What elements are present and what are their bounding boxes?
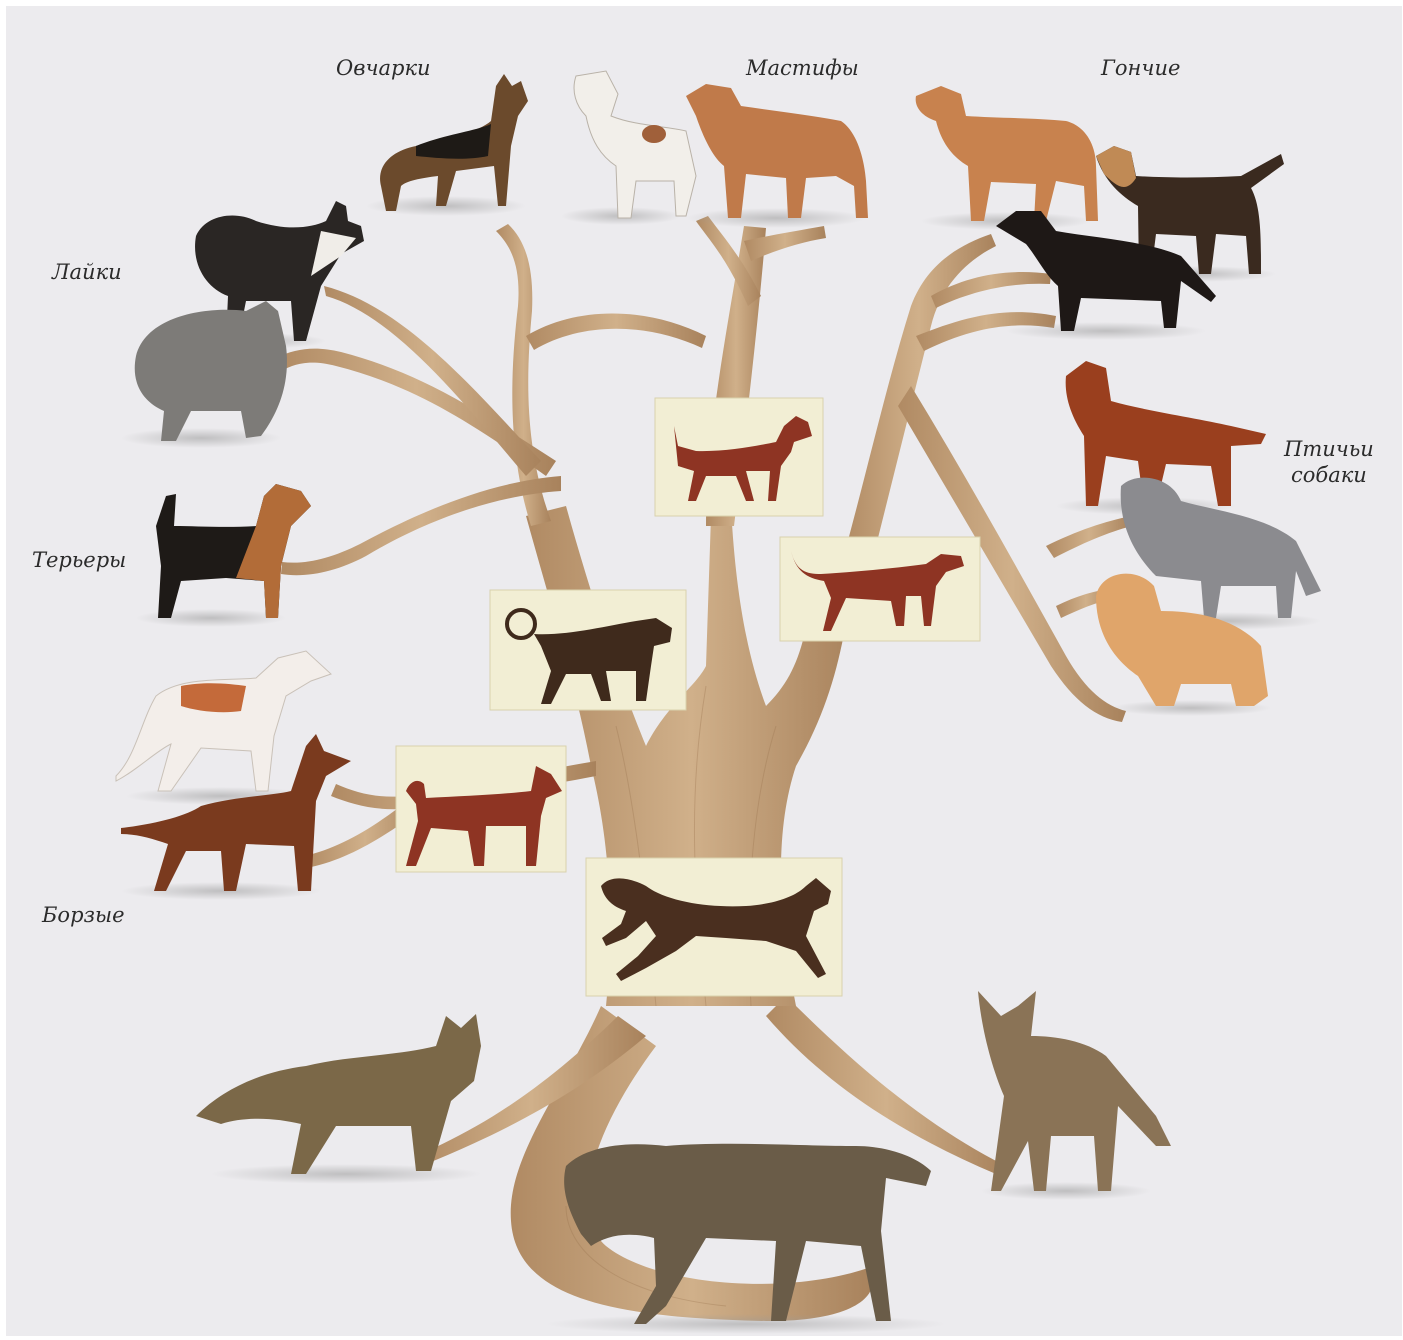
tree-illustration	[6, 6, 1402, 1336]
painting-dog-top-plaque	[655, 398, 823, 516]
label-ptichyi-sobaki: Птичьи собаки	[1284, 436, 1374, 489]
jackal-icon	[978, 991, 1171, 1200]
painting-dog-red-plaque	[396, 746, 566, 872]
label-mastify: Мастифы	[746, 55, 859, 81]
airedale-terrier-icon	[136, 484, 311, 627]
pharaoh-hound-icon	[121, 734, 351, 900]
label-laiki: Лайки	[52, 259, 122, 285]
mastiff-icon	[686, 84, 868, 228]
dog-evolution-tree: Овчарки Мастифы Гончие Лайки Терьеры Пти…	[6, 6, 1402, 1336]
label-ovcharki: Овчарки	[336, 55, 431, 81]
bloodhound-icon	[916, 86, 1098, 230]
label-gonchie: Гончие	[1101, 55, 1180, 81]
alabai-icon	[561, 71, 696, 225]
german-shepherd-icon	[366, 74, 528, 216]
painting-dog-curled-tail-plaque	[490, 590, 686, 710]
label-ptichyi-line1: Птичьи	[1284, 436, 1374, 462]
label-teriery: Терьеры	[32, 547, 126, 573]
painting-dog-right-plaque	[780, 537, 980, 641]
painting-running-canid-plaque	[586, 858, 842, 996]
label-borzye: Борзые	[42, 902, 125, 928]
cocker-spaniel-icon	[1096, 574, 1271, 716]
keeshond-icon	[121, 301, 287, 448]
label-ptichyi-line2: собаки	[1284, 462, 1374, 488]
